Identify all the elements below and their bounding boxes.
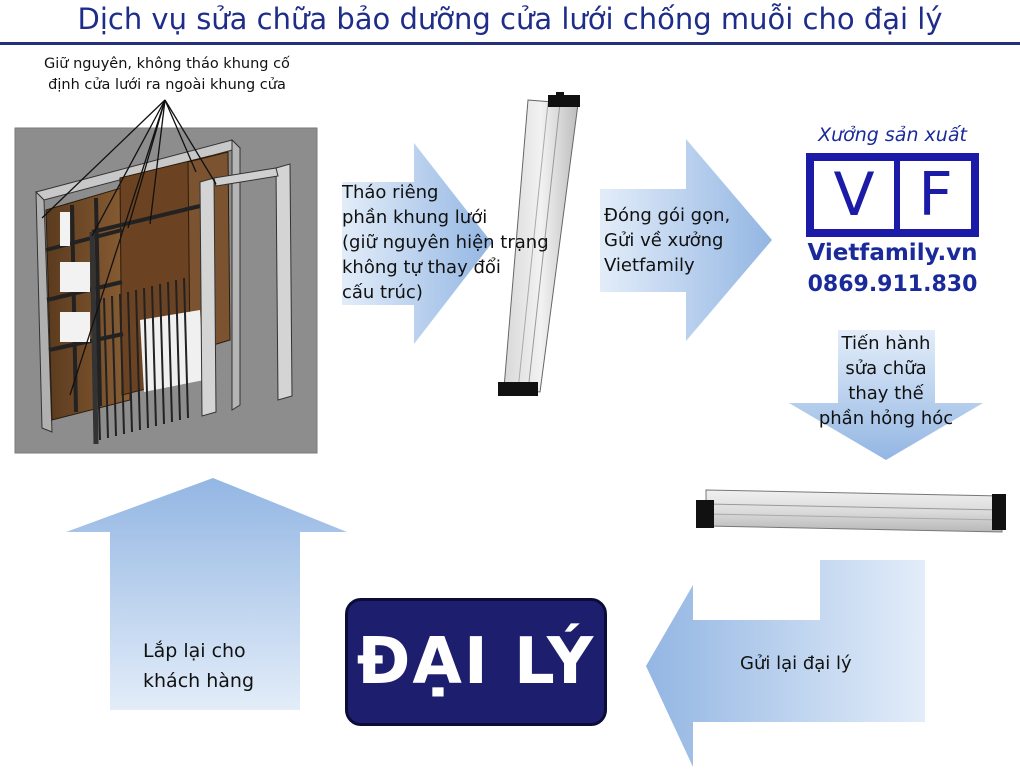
step-line: sửa chữa bbox=[845, 358, 927, 379]
arrow-up-icon bbox=[66, 478, 347, 710]
step-line: không tự thay đổi bbox=[342, 257, 501, 278]
step-line: Tháo riêng bbox=[342, 182, 439, 203]
dealer-box: ĐẠI LÝ bbox=[345, 598, 607, 726]
arrow-right-icon bbox=[342, 143, 492, 344]
arrow-right-icon bbox=[600, 139, 772, 341]
door-note-line: Giữ nguyên, không tháo khung cố bbox=[44, 56, 290, 72]
step-line: Đóng gói gọn, bbox=[604, 205, 731, 226]
step-line: phần hỏng hóc bbox=[818, 408, 954, 429]
step-line: Gửi về xưởng bbox=[604, 230, 724, 251]
vertical-profile-icon bbox=[498, 92, 580, 396]
arrow-down-icon bbox=[789, 330, 983, 460]
door-illustration bbox=[14, 99, 318, 454]
step-line: (giữ nguyên hiện trạng bbox=[342, 232, 549, 253]
step-line: khách hàng bbox=[143, 670, 255, 692]
logo-letter-v: V bbox=[814, 161, 894, 229]
step-line: Vietfamily bbox=[604, 255, 695, 276]
step-line: cấu trúc) bbox=[342, 282, 423, 303]
arrow-left-icon bbox=[646, 560, 925, 767]
step-line: Tiến hành bbox=[841, 333, 931, 354]
workshop-website: Vietfamily.vn bbox=[807, 240, 978, 266]
page-title: Dịch vụ sửa chữa bảo dưỡng cửa lưới chốn… bbox=[77, 2, 943, 36]
workshop-caption: Xưởng sản xuất bbox=[818, 124, 967, 146]
vf-logo: V F bbox=[806, 153, 979, 237]
step-send-back-label: Gửi lại đại lý bbox=[740, 653, 852, 674]
logo-letter-f: F bbox=[900, 161, 971, 229]
horizontal-profile-icon bbox=[696, 489, 1006, 533]
door-note-line: định cửa lưới ra ngoài khung cửa bbox=[48, 77, 286, 93]
door-note: Giữ nguyên, không tháo khung cố định cửa… bbox=[22, 54, 312, 96]
dealer-label: ĐẠI LÝ bbox=[356, 625, 596, 699]
title-divider bbox=[0, 42, 1020, 45]
step-line: phần khung lưới bbox=[342, 207, 488, 228]
step-line: thay thế bbox=[848, 383, 924, 404]
step-line: Lắp lại cho bbox=[143, 640, 246, 662]
step-reinstall-label: Lắp lại cho khách hàng bbox=[143, 636, 254, 696]
step-pack-label: Đóng gói gọn, Gửi về xưởng Vietfamily bbox=[604, 203, 730, 278]
workshop-phone: 0869.911.830 bbox=[807, 272, 978, 297]
step-repair-label: Tiến hành sửa chữa thay thế phần hỏng hó… bbox=[806, 331, 966, 431]
step-remove-label: Tháo riêng phần khung lưới (giữ nguyên h… bbox=[342, 180, 549, 305]
